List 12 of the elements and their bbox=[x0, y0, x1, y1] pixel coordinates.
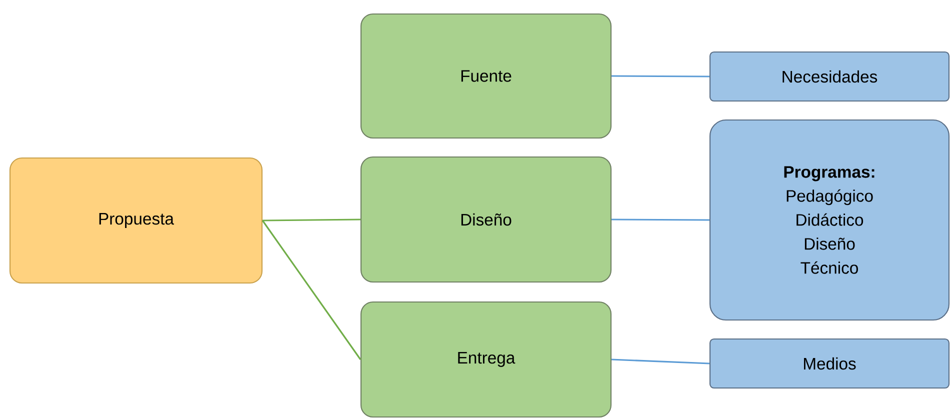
connector-line bbox=[262, 220, 362, 360]
box: Necesidades bbox=[709, 51, 950, 102]
box: Medios bbox=[709, 338, 950, 389]
box: Entrega bbox=[360, 301, 612, 418]
box: Diseño bbox=[360, 156, 612, 283]
box: Propuesta bbox=[9, 157, 263, 284]
connector-line bbox=[262, 218, 360, 222]
connector-line bbox=[612, 218, 710, 221]
connector-line bbox=[612, 75, 710, 78]
connector-line bbox=[612, 358, 710, 364]
box: Programas: Pedagógico Didáctico Diseño Técnico bbox=[709, 119, 950, 321]
box: Fuente bbox=[360, 13, 612, 139]
